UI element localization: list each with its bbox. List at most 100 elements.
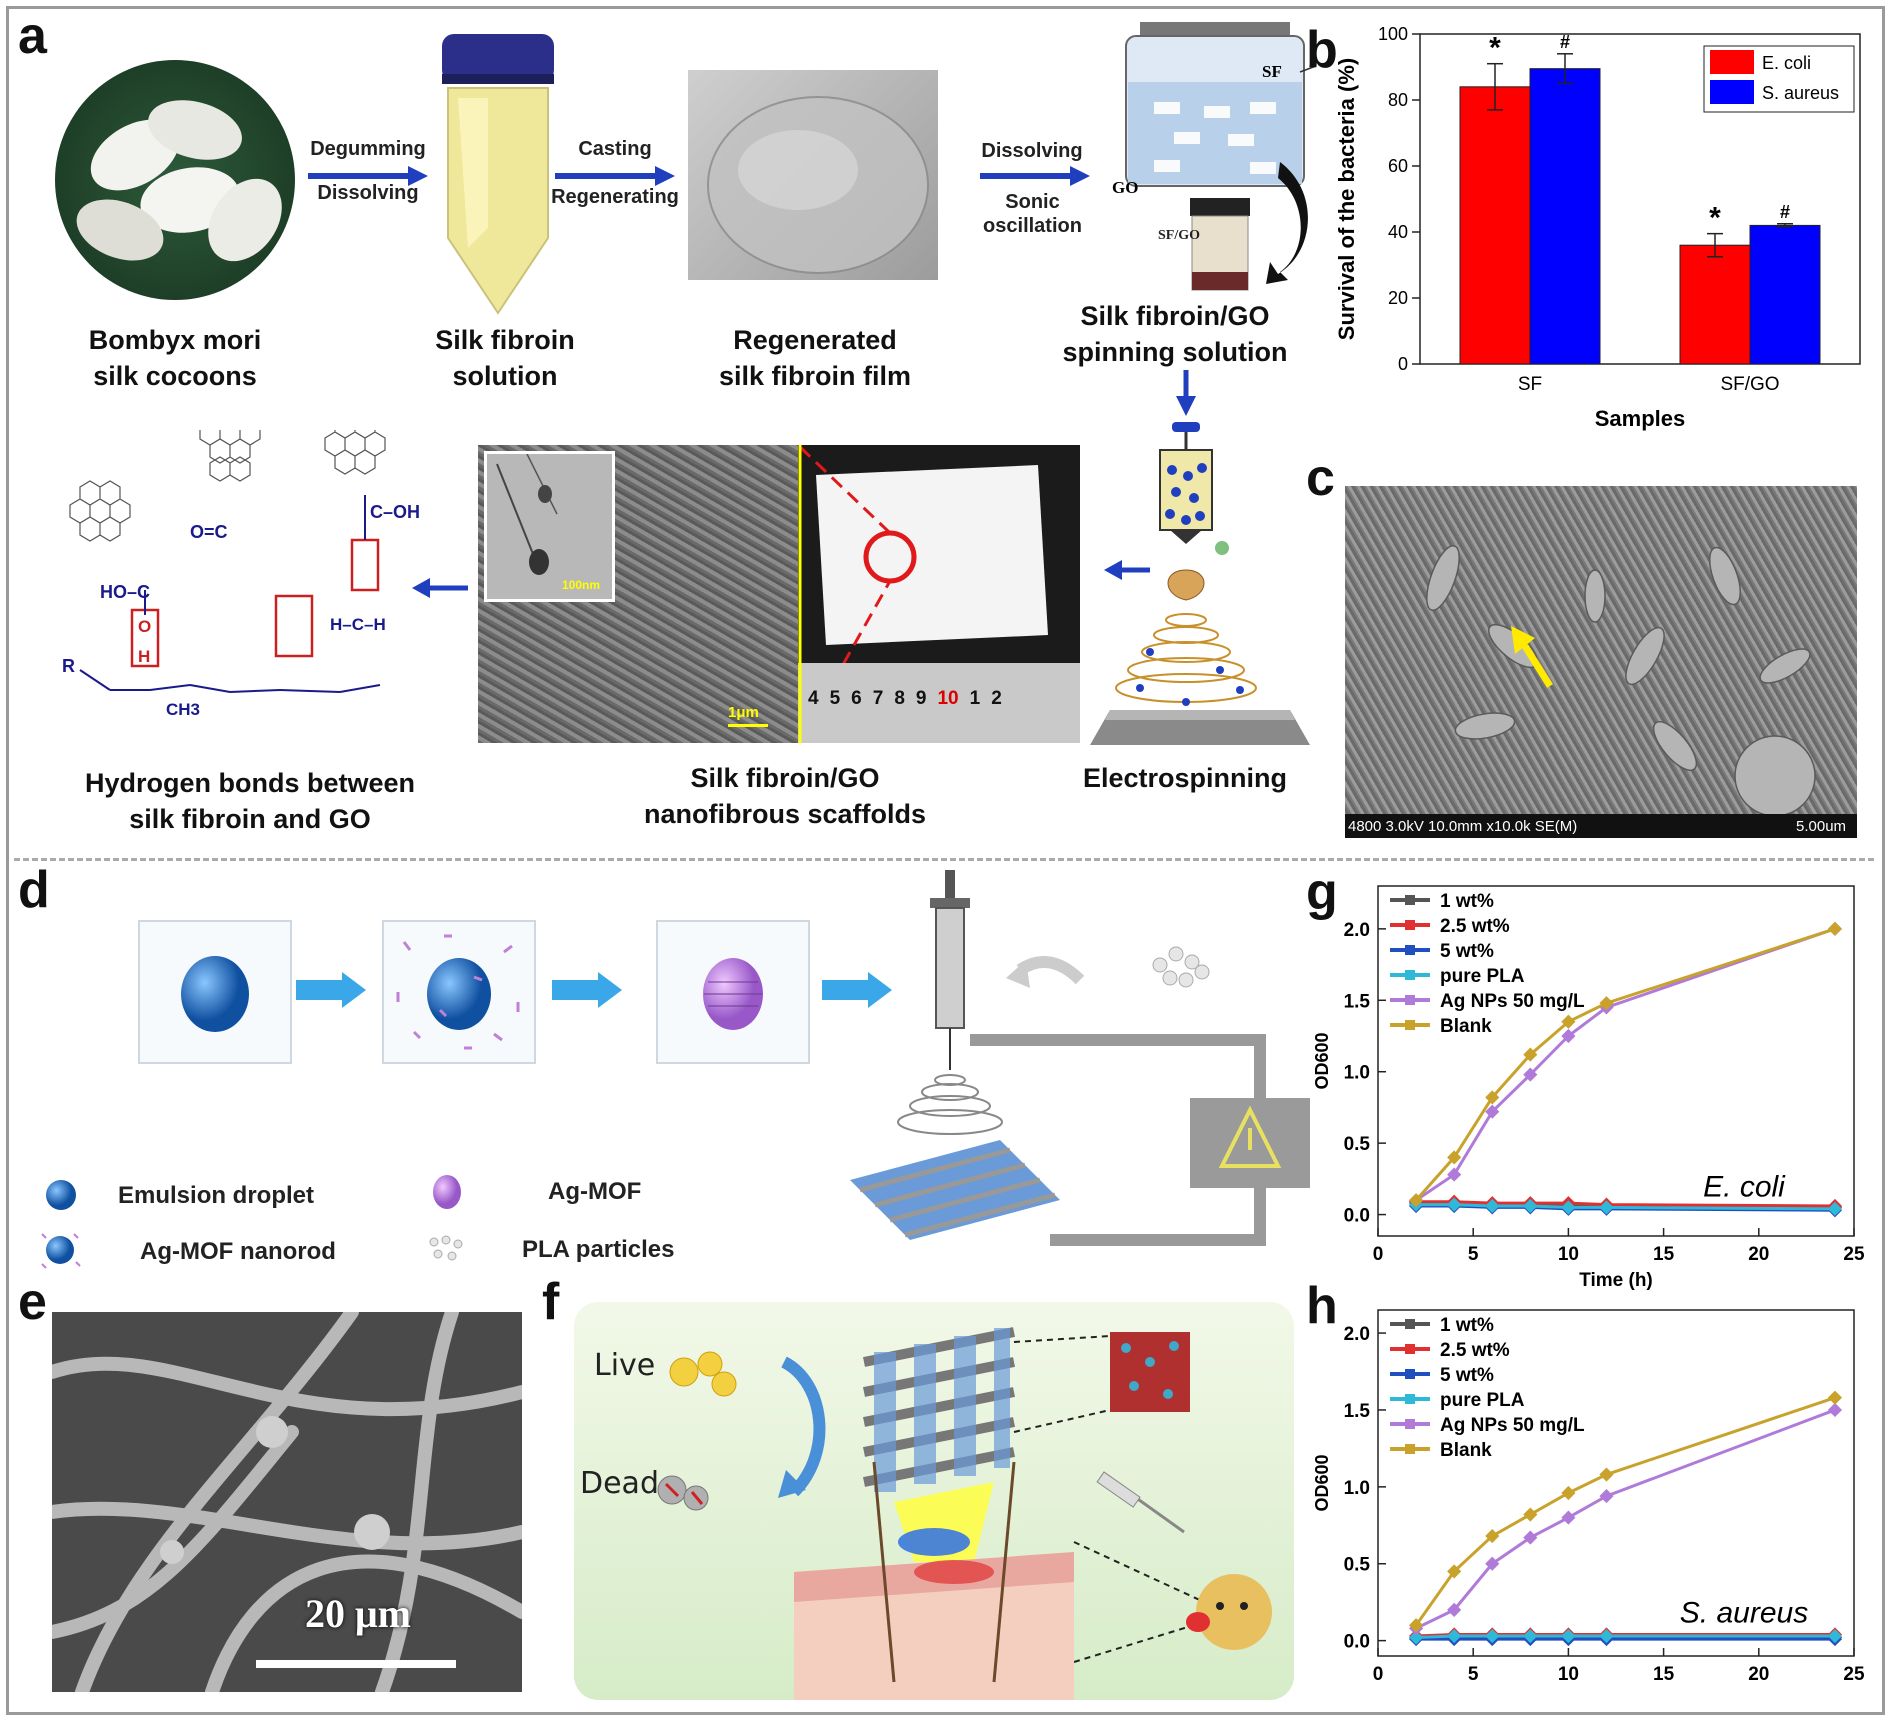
panel-label-a: a (18, 7, 47, 65)
legend-agmof: Ag-MOF (548, 1178, 642, 1205)
y-axis-label-b: Survival of the bacteria (%) (1334, 58, 1359, 340)
data-point-h (1561, 1510, 1576, 1525)
x-tick-label-g: 10 (1558, 1244, 1579, 1265)
y-tick-label-b: 0 (1398, 354, 1408, 374)
chem-cooh: C–OH (370, 502, 420, 522)
ruler-num-1: 1 (969, 688, 981, 709)
d-arrow-1 (296, 972, 366, 1008)
legend-marker-g (1405, 895, 1415, 905)
y-tick-label-h: 0.0 (1344, 1632, 1370, 1653)
step-degumming: Degumming (310, 138, 426, 160)
x-tick-label-g: 25 (1843, 1244, 1865, 1265)
data-point-g (1827, 921, 1843, 936)
x-tick-label-h: 0 (1373, 1664, 1384, 1685)
step-sonic-oscillation: Sonic oscillation (983, 191, 1082, 237)
process-arrow-2 (555, 166, 675, 186)
legend-marker-h (1405, 1419, 1415, 1429)
panel-label-b: b (1306, 21, 1338, 79)
legend-label-g: 1 wt% (1440, 891, 1494, 912)
process-arrow-3 (980, 166, 1090, 186)
y-tick-label-b: 80 (1388, 90, 1408, 110)
data-point-h (1485, 1528, 1500, 1544)
sem-info-text: 4800 3.0kV 10.0mm x10.0k SE(M) (1348, 818, 1578, 835)
x-tick-label-g: 5 (1468, 1244, 1479, 1265)
chem-hoc: HO–C (100, 582, 150, 602)
significance-mark-b: # (1560, 32, 1570, 52)
plot-frame-b (1419, 33, 1861, 365)
y-tick-label-b: 100 (1378, 24, 1408, 44)
caption-solution: Silk fibroin solution (435, 325, 575, 392)
significance-mark-b: * (1489, 32, 1501, 65)
x-axis-label-g: Time (h) (1579, 1270, 1653, 1291)
legend-nanorod: Ag-MOF nanorod (140, 1238, 336, 1265)
tem-inset (484, 451, 615, 602)
x-tick-label-g: 0 (1373, 1244, 1384, 1265)
process-arrow-1 (308, 166, 428, 186)
section-divider (14, 858, 1874, 861)
step-casting: Casting (578, 138, 652, 160)
droplet-nanorod-box (382, 920, 536, 1064)
legend-nanorod-icon (41, 1233, 81, 1269)
ruler-num-6: 6 (851, 688, 862, 709)
hydrogen-bond-structure: R HO–C O=C C–OH O H CH3 H–C–H (62, 430, 420, 719)
sem-scale-bar (728, 724, 768, 727)
legend-swatch-b (1710, 80, 1754, 104)
panel-label-c: c (1306, 449, 1335, 507)
y-tick-label-b: 40 (1388, 222, 1408, 242)
down-arrow (1176, 370, 1196, 416)
ruler-num-5: 5 (829, 688, 841, 709)
pla-spinning-setup (850, 870, 1310, 1246)
y-tick-label-b: 20 (1388, 288, 1408, 308)
droplet-box (138, 920, 292, 1064)
caption-hbonds: Hydrogen bonds between silk fibroin and … (84, 768, 416, 835)
caption-scaffolds: Silk fibroin/GO nanofibrous scaffolds (643, 763, 927, 830)
tem-scale-label: 100nm (562, 578, 601, 592)
ruler-num-2: 2 (991, 688, 1002, 709)
data-point-g (1561, 1014, 1576, 1029)
chem-hch: H–C–H (330, 615, 386, 634)
data-point-h (1561, 1485, 1576, 1501)
y-axis-label-h: OD600 (1312, 1454, 1332, 1511)
legend-label-g: pure PLA (1440, 966, 1525, 987)
annotation-h: S. aureus (1680, 1597, 1808, 1630)
legend-marker-h (1405, 1369, 1415, 1379)
legend-pla: PLA particles (522, 1236, 675, 1263)
wound-illustration (574, 1302, 1294, 1700)
x-tick-label-g: 15 (1653, 1244, 1675, 1265)
plot-frame-g (1377, 885, 1855, 1237)
ruler-num-9: 9 (915, 688, 927, 709)
bar-ecoli (1679, 244, 1751, 365)
legend-label-b: E. coli (1762, 53, 1811, 73)
label-sfgo-vial: SF/GO (1158, 228, 1201, 243)
data-point-g (1485, 1198, 1500, 1214)
legend-label-h: 2.5 wt% (1440, 1340, 1510, 1361)
label-dead: Dead (580, 1466, 659, 1501)
y-tick-label-h: 1.5 (1344, 1401, 1371, 1422)
ruler-num-4: 4 (808, 688, 819, 709)
legend-marker-h (1405, 1344, 1415, 1354)
panel-label-f: f (542, 1273, 560, 1331)
x-tick-label-g: 20 (1748, 1244, 1769, 1265)
panel-label-g: g (1306, 863, 1338, 921)
caption-film: Regenerated silk fibroin film (718, 325, 912, 392)
e-scale-label: 20 μm (305, 1591, 411, 1636)
step-regenerating: Regenerating (551, 186, 679, 208)
legend-marker-h (1405, 1319, 1415, 1329)
legend-label-h: 1 wt% (1440, 1315, 1494, 1336)
data-point-h (1599, 1467, 1614, 1482)
significance-mark-b: # (1780, 202, 1790, 222)
panel-label-d: d (18, 861, 50, 919)
y-tick-label-h: 1.0 (1344, 1478, 1370, 1499)
label-live: Live (594, 1348, 656, 1383)
x-tick-label-h: 5 (1468, 1664, 1479, 1685)
step-dissolving-1: Dissolving (317, 182, 419, 204)
electrospinning-apparatus (1090, 422, 1310, 745)
y-tick-label-g: 1.5 (1344, 991, 1371, 1012)
legend-label-g: Ag NPs 50 mg/L (1440, 991, 1585, 1012)
d-arrow-3 (822, 972, 892, 1008)
x-tick-label-b: SF (1518, 374, 1542, 395)
step-dissolving-2: Dissolving (981, 140, 1083, 162)
